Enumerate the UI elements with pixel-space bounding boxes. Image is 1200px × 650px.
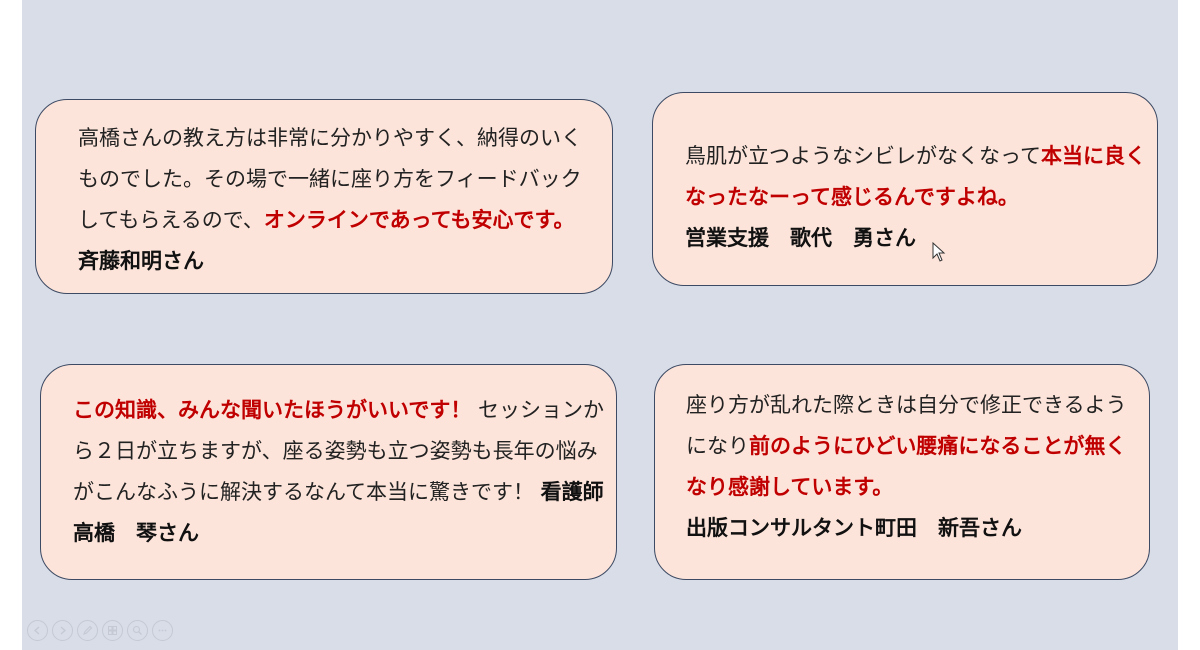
testimonial-highlight: オンラインであっても安心です。	[263, 208, 575, 232]
pen-tool-button[interactable]	[77, 620, 98, 641]
next-slide-button[interactable]	[52, 620, 73, 641]
testimonial-text: この知識、みんな聞いたほうがいいです！ セッションから２日が立ちますが、座る姿勢…	[73, 390, 625, 554]
testimonial-author: 斉藤和明さん	[78, 249, 204, 273]
slides-icon	[108, 626, 117, 635]
testimonial-author: 出版コンサルタント町田 新吾さん	[686, 516, 1022, 540]
see-all-slides-button[interactable]	[102, 620, 123, 641]
testimonial-body: セッションから２日が立ちますが、座る姿勢も立つ姿勢も長年の悩みがこんなふうに解決…	[73, 398, 605, 504]
testimonial-body: 座り方が乱れた際ときは自分で修正できるようになり	[686, 393, 1127, 458]
more-options-icon	[158, 629, 167, 632]
testimonial-highlight: 本当に良くなったなーって感じるんですよね。	[685, 144, 1146, 209]
pen-icon	[83, 625, 93, 635]
previous-icon	[34, 626, 40, 635]
testimonial-text: 高橋さんの教え方は非常に分かりやすく、納得のいくものでした。その場で一緒に座り方…	[78, 118, 583, 282]
testimonial-author: 営業支援 歌代 勇さん	[685, 226, 916, 250]
testimonial-card-1: 高橋さんの教え方は非常に分かりやすく、納得のいくものでした。その場で一緒に座り方…	[35, 99, 613, 294]
testimonial-text: 座り方が乱れた際ときは自分で修正できるようになり前のようにひどい腰痛になることが…	[686, 385, 1146, 549]
testimonial-highlight: この知識、みんな聞いたほうがいいです！	[73, 398, 472, 422]
zoom-icon	[132, 625, 142, 635]
testimonial-card-2: 鳥肌が立つようなシビレがなくなって本当に良くなったなーって感じるんですよね。営業…	[652, 92, 1158, 286]
testimonial-body: 鳥肌が立つようなシビレがなくなって	[685, 144, 1041, 168]
testimonial-author: 看護師 高橋 琴さん	[73, 480, 625, 545]
slideshow-toolbar	[27, 620, 173, 644]
testimonial-body: 高橋さんの教え方は非常に分かりやすく、納得のいくものでした。その場で一緒に座り方…	[78, 126, 582, 232]
testimonial-card-4: 座り方が乱れた際ときは自分で修正できるようになり前のようにひどい腰痛になることが…	[654, 364, 1150, 580]
mouse-cursor-icon	[932, 242, 946, 262]
testimonial-highlight: 前のようにひどい腰痛になることが無くなり感謝しています。	[686, 434, 1127, 499]
testimonial-card-3: この知識、みんな聞いたほうがいいです！ セッションから２日が立ちますが、座る姿勢…	[40, 364, 625, 580]
next-icon	[60, 626, 66, 635]
previous-slide-button[interactable]	[27, 620, 48, 641]
testimonial-text: 鳥肌が立つようなシビレがなくなって本当に良くなったなーって感じるんですよね。営業…	[685, 136, 1155, 259]
zoom-button[interactable]	[127, 620, 148, 641]
more-options-button[interactable]	[152, 620, 173, 641]
